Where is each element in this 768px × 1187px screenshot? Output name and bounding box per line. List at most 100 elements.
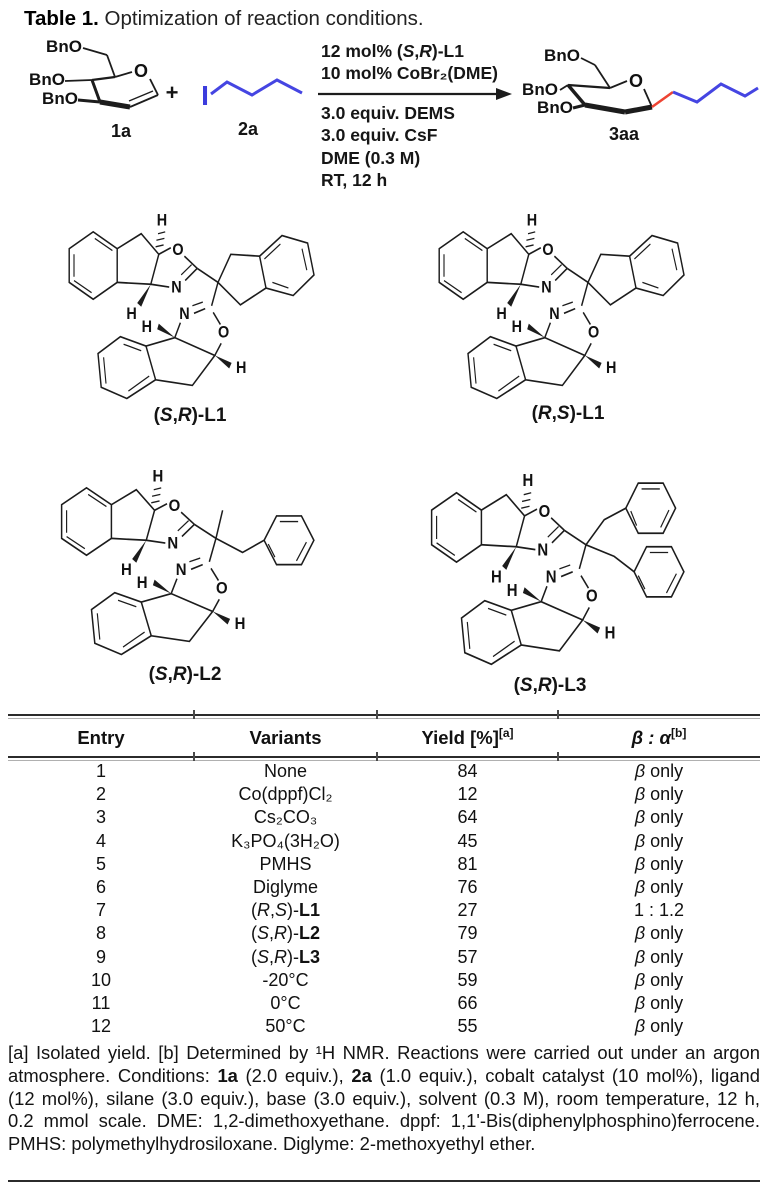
ligand-label-rs-l1: (R,S)-L1 — [531, 403, 605, 424]
plus-sign: + — [165, 80, 179, 105]
svg-text:BnO: BnO — [537, 98, 573, 117]
cell-yield: 57 — [457, 946, 478, 967]
column-header-entry: Entry — [77, 727, 125, 749]
table-row: 10 -20°C 59 β only — [8, 969, 760, 992]
product-label: 3aa — [608, 124, 640, 144]
conditions-below-arrow: 3.0 equiv. DEMS 3.0 equiv. CsF DME (0.3 … — [321, 102, 455, 191]
cell-entry: 1 — [95, 761, 106, 781]
cell-yield: 59 — [457, 969, 478, 990]
cell-yield: 66 — [457, 992, 478, 1013]
ligand-label-sr-l3: (S,R)-L3 — [513, 675, 587, 696]
cell-entry: 10 — [90, 969, 112, 990]
svg-text:BnO: BnO — [522, 80, 558, 99]
cell-variant: K₃PO₄(3H₂O) — [231, 830, 340, 851]
condition-line: 3.0 equiv. CsF — [321, 125, 438, 146]
column-tick — [557, 752, 559, 761]
ligand-structure-sr-l1 — [68, 210, 315, 400]
condition-line: DME (0.3 M) — [321, 147, 421, 168]
table-row: 6 Diglyme 76 β only — [8, 876, 760, 899]
table-header-rule-shadow — [8, 760, 760, 761]
ligand-label-sr-l2: (S,R)-L2 — [148, 664, 222, 685]
cell-variant: (S,R)-L2 — [250, 923, 321, 944]
cell-yield: 81 — [457, 853, 478, 874]
ligand-structure-sr-l2 — [60, 466, 315, 656]
table-header-row: Entry Variants Yield [%][a] β : α[b] — [8, 722, 760, 754]
svg-text:BnO: BnO — [42, 89, 78, 108]
table-title-number: Table 1. — [24, 7, 99, 30]
column-tick — [193, 752, 195, 761]
cell-variant: PMHS — [259, 853, 312, 874]
table-top-rule-shadow — [8, 718, 760, 719]
cell-entry: 5 — [95, 853, 106, 874]
condition-line: 10 mol% CoBr₂(DME) — [321, 63, 498, 84]
column-header-variants: Variants — [249, 727, 322, 749]
cell-entry: 3 — [95, 807, 106, 828]
svg-text:O: O — [134, 61, 148, 81]
column-header-yield: Yield [%][a] — [421, 726, 514, 749]
ligand-structure-sr-l3 — [430, 470, 685, 666]
cell-yield: 76 — [457, 876, 478, 897]
table-row: 1 None 84 β only — [8, 760, 760, 783]
table-row: 8 (S,R)-L2 79 β only — [8, 922, 760, 945]
table-body: 1 None 84 β only 2 Co(dppf)Cl₂ 12 β only… — [8, 760, 760, 1038]
table-title: Table 1. Optimization of reaction condit… — [24, 7, 424, 31]
product-structure: BnO O BnO BnO — [522, 46, 759, 117]
cell-entry: 6 — [95, 876, 106, 897]
alkyl-iodide-label: 2a — [237, 119, 259, 139]
cell-variant: (R,S)-L1 — [250, 900, 321, 921]
cell-ratio: 1 : 1.2 — [633, 900, 685, 921]
cell-variant: None — [263, 761, 308, 781]
svg-text:BnO: BnO — [29, 70, 65, 89]
table-row: 5 PMHS 81 β only — [8, 853, 760, 876]
table-footnote: [a] Isolated yield. [b] Determined by ¹H… — [8, 1042, 761, 1155]
cell-yield: 55 — [457, 1016, 478, 1037]
condition-line: 3.0 equiv. DEMS — [321, 103, 455, 123]
ligand-label-sr-l1: (S,R)-L1 — [153, 405, 227, 426]
conditions-above-arrow: 12 mol% (S,R)-L1 10 mol% CoBr₂(DME) — [321, 40, 498, 85]
substrate-label: 1a — [110, 121, 132, 141]
column-tick — [376, 710, 378, 719]
cell-yield: 27 — [457, 900, 478, 921]
cell-entry: 9 — [95, 946, 106, 967]
svg-text:BnO: BnO — [46, 37, 82, 56]
cell-yield: 12 — [457, 784, 478, 805]
cell-ratio: β only — [634, 830, 684, 851]
cell-variant: Co(dppf)Cl₂ — [238, 784, 333, 805]
cell-ratio: β only — [634, 1016, 684, 1037]
table-top-rule — [8, 714, 760, 716]
cell-yield: 64 — [457, 807, 478, 828]
column-tick — [557, 710, 559, 719]
table-row: 2 Co(dppf)Cl₂ 12 β only — [8, 783, 760, 806]
cell-ratio: β only — [634, 876, 684, 897]
cell-ratio: β only — [634, 923, 684, 944]
table-row: 12 50°C 55 β only — [8, 1015, 760, 1038]
svg-text:O: O — [629, 71, 643, 91]
table-row: 9 (S,R)-L3 57 β only — [8, 946, 760, 969]
cell-yield: 45 — [457, 830, 478, 851]
ligand-structure-rs-l1 — [438, 210, 685, 400]
column-tick — [193, 710, 195, 719]
cell-variant: Cs₂CO₃ — [253, 807, 318, 828]
cell-ratio: β only — [634, 946, 684, 967]
reaction-arrow — [318, 88, 512, 100]
cell-entry: 8 — [95, 923, 106, 944]
table-row: 4 K₃PO₄(3H₂O) 45 β only — [8, 830, 760, 853]
cell-variant: 50°C — [265, 1016, 306, 1037]
cell-ratio: β only — [634, 992, 684, 1013]
cell-entry: 12 — [90, 1016, 112, 1037]
alkyl-iodide-structure: I — [201, 78, 303, 111]
cell-entry: 7 — [95, 900, 106, 921]
condition-line: 12 mol% (S,R)-L1 — [321, 41, 464, 61]
cell-entry: 2 — [95, 784, 106, 805]
table-row: 3 Cs₂CO₃ 64 β only — [8, 806, 760, 829]
cell-yield: 84 — [457, 761, 478, 781]
condition-line: RT, 12 h — [321, 169, 388, 190]
cell-ratio: β only — [634, 969, 684, 990]
svg-text:I: I — [201, 80, 209, 111]
table-bottom-rule — [8, 1180, 760, 1182]
svg-text:BnO: BnO — [544, 46, 580, 65]
column-tick — [376, 752, 378, 761]
column-header-ratio: β : α[b] — [631, 726, 687, 749]
cell-entry: 11 — [91, 992, 111, 1013]
table-header-rule — [8, 756, 760, 758]
